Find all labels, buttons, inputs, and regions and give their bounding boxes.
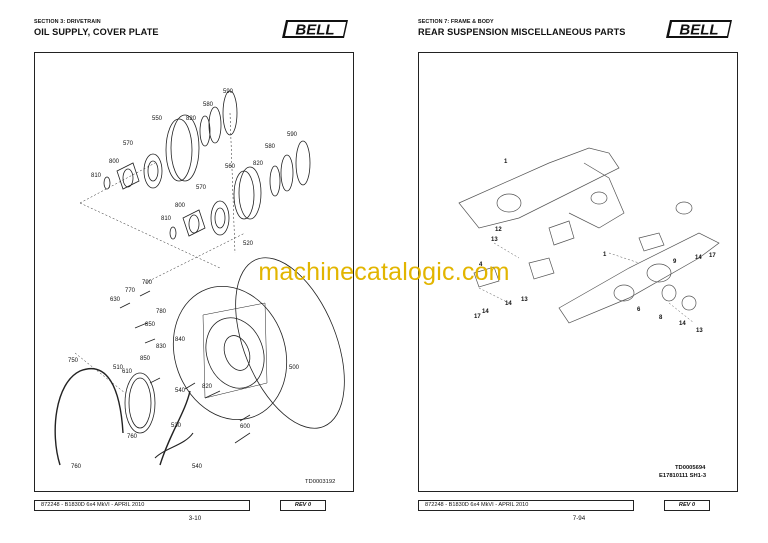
part-callout: 600 — [240, 424, 251, 430]
part-callout: 630 — [110, 297, 121, 303]
part-callout: 820 — [202, 384, 213, 390]
logo-text: BELL — [295, 22, 334, 39]
page-number: 3-10 — [188, 515, 202, 522]
page-title: OIL SUPPLY, COVER PLATE — [34, 27, 159, 37]
part-callout: 1 — [603, 252, 607, 258]
drawing-code: TD0003192 — [305, 479, 336, 485]
part-callout: 510 — [113, 365, 124, 371]
left-page: SECTION 3: DRIVETRAIN OIL SUPPLY, COVER … — [34, 19, 354, 522]
footer-model-info: 872248 - B1830D 6x4 MkVI - APRIL 2010 — [418, 500, 634, 511]
drawing-frame: 1 12 13 1 9 14 17 4 14 13 17 14 6 8 14 1… — [418, 52, 738, 492]
exploded-view-drawing: 1 12 13 1 9 14 17 4 14 13 17 14 6 8 14 1… — [458, 147, 720, 334]
part-callout: 520 — [243, 241, 254, 247]
part-callout: 17 — [474, 314, 481, 320]
drawing-code-secondary: E17810111 SH1-3 — [659, 473, 707, 479]
part-callout: 800 — [175, 203, 186, 209]
part-callout: 590 — [223, 89, 234, 95]
part-callout: 540 — [175, 388, 186, 394]
footer-model-info: 872248 - B1830D 6x4 MkVI - APRIL 2010 — [34, 500, 250, 511]
part-callout: 530 — [171, 423, 182, 429]
right-page: SECTION 7: FRAME & BODY REAR SUSPENSION … — [384, 0, 768, 543]
page-number: 7-94 — [572, 515, 586, 522]
part-callout: 560 — [225, 164, 236, 170]
part-callout: 800 — [109, 159, 120, 165]
part-callout: 8 — [659, 315, 663, 321]
part-callout: 12 — [495, 227, 502, 233]
section-label: SECTION 7: FRAME & BODY — [418, 19, 494, 25]
bell-logo: BELL — [282, 20, 348, 39]
part-callout: 1 — [504, 159, 508, 165]
part-callout: 780 — [156, 309, 167, 315]
section-label: SECTION 3: DRIVETRAIN — [34, 19, 101, 25]
part-callout: 540 — [192, 464, 203, 470]
part-callout: 850 — [145, 322, 156, 328]
drawing-code: TD0005694 — [675, 465, 706, 471]
part-callout: 830 — [156, 344, 167, 350]
part-callout: 13 — [696, 328, 703, 334]
part-callout: 790 — [142, 280, 153, 286]
bell-logo: BELL — [666, 20, 732, 39]
part-callout: 13 — [521, 297, 528, 303]
part-callout: 13 — [491, 237, 498, 243]
part-callout: 4 — [479, 262, 483, 268]
part-callout: 820 — [253, 161, 264, 167]
part-callout: 590 — [287, 132, 298, 138]
revision-badge: REV 0 — [280, 500, 326, 511]
part-callout: 610 — [122, 369, 133, 375]
part-callout: 550 — [152, 116, 163, 122]
part-callout: 14 — [695, 255, 702, 261]
part-callout: 750 — [68, 358, 79, 364]
watermark: machinecatalogic.com — [258, 258, 510, 286]
part-callout: 770 — [125, 288, 136, 294]
part-callout: 820 — [186, 116, 197, 122]
part-callout: 760 — [71, 464, 82, 470]
exploded-view-drawing: 590 580 820 550 590 580 570 820 560 800 … — [54, 89, 345, 470]
part-callout: 14 — [505, 301, 512, 307]
part-callout: 500 — [289, 365, 300, 371]
part-callout: 9 — [673, 259, 677, 265]
part-callout: 840 — [175, 337, 186, 343]
part-callout: 810 — [91, 173, 102, 179]
part-callout: 570 — [196, 185, 207, 191]
drawing-frame: 590 580 820 550 590 580 570 820 560 800 … — [34, 52, 354, 492]
part-callout: 6 — [637, 307, 641, 313]
revision-badge: REV 0 — [664, 500, 710, 511]
part-callout: 580 — [203, 102, 214, 108]
part-callout: 810 — [161, 216, 172, 222]
part-callout: 17 — [709, 253, 716, 259]
part-callout: 14 — [679, 321, 686, 327]
part-callout: 570 — [123, 141, 134, 147]
part-callout: 580 — [265, 144, 276, 150]
logo-text: BELL — [679, 22, 718, 39]
part-callout: 850 — [140, 356, 151, 362]
part-callout: 14 — [482, 309, 489, 315]
part-callout: 760 — [127, 434, 138, 440]
page-title: REAR SUSPENSION MISCELLANEOUS PARTS — [418, 27, 626, 37]
